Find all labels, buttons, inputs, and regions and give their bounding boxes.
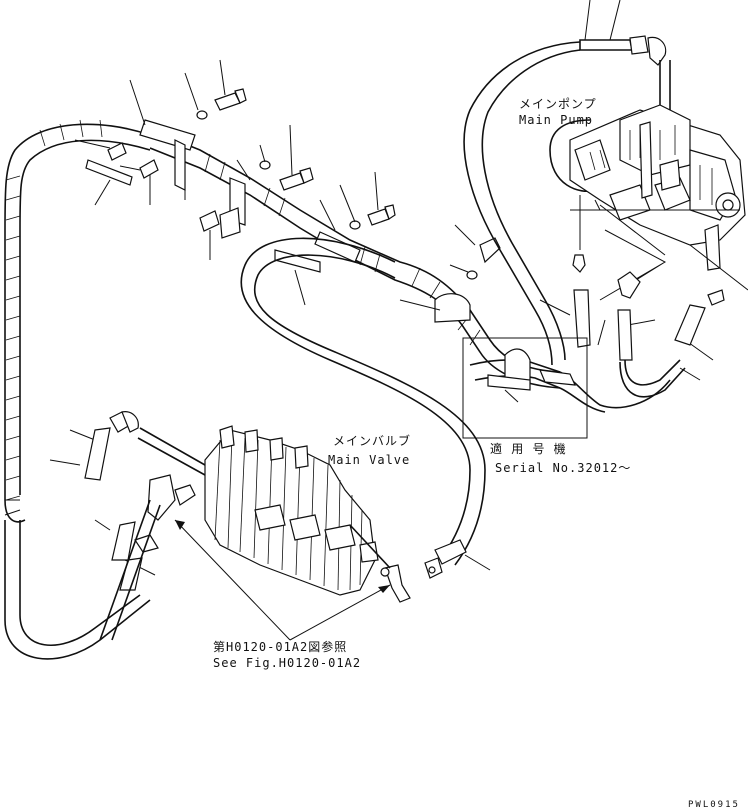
washer bbox=[349, 220, 361, 230]
main-valve-label-jp: メインバルブ bbox=[333, 433, 411, 448]
washer bbox=[466, 270, 478, 280]
bolt bbox=[279, 167, 314, 191]
main-valve-label-en: Main Valve bbox=[328, 453, 410, 467]
bracket bbox=[219, 207, 241, 239]
valve-hoses bbox=[84, 411, 467, 641]
right-return-hose bbox=[240, 237, 486, 566]
left-hose-loop bbox=[4, 119, 151, 660]
serial-label-jp: 適 用 号 機 bbox=[490, 441, 567, 456]
washer bbox=[196, 110, 208, 120]
drawing-code: PWL0915 bbox=[688, 800, 740, 810]
main-valve bbox=[204, 425, 379, 596]
hardware-parts bbox=[85, 88, 501, 280]
collar bbox=[139, 159, 159, 179]
plug bbox=[479, 237, 501, 264]
collar bbox=[199, 210, 220, 232]
reference-arrows bbox=[174, 519, 391, 641]
serial-label-en: Serial No.32012～ bbox=[495, 461, 631, 475]
bolt bbox=[367, 204, 396, 226]
upper-hose-harness bbox=[139, 119, 561, 389]
stay-bar bbox=[85, 159, 133, 186]
pump-fittings bbox=[559, 254, 725, 413]
collar bbox=[107, 142, 127, 161]
main-pump-label-jp: メインポンプ bbox=[519, 97, 597, 111]
serial-detail-box bbox=[462, 337, 588, 439]
washer bbox=[259, 160, 271, 170]
bolt bbox=[214, 88, 247, 111]
leader-lines bbox=[49, 0, 714, 576]
see-fig-label-jp: 第H0120-01A2図参照 bbox=[213, 639, 347, 654]
see-fig-label-en: See Fig.H0120-01A2 bbox=[213, 656, 361, 670]
main-pump-label-en: Main Pump bbox=[519, 113, 593, 127]
main-pump bbox=[463, 35, 748, 366]
